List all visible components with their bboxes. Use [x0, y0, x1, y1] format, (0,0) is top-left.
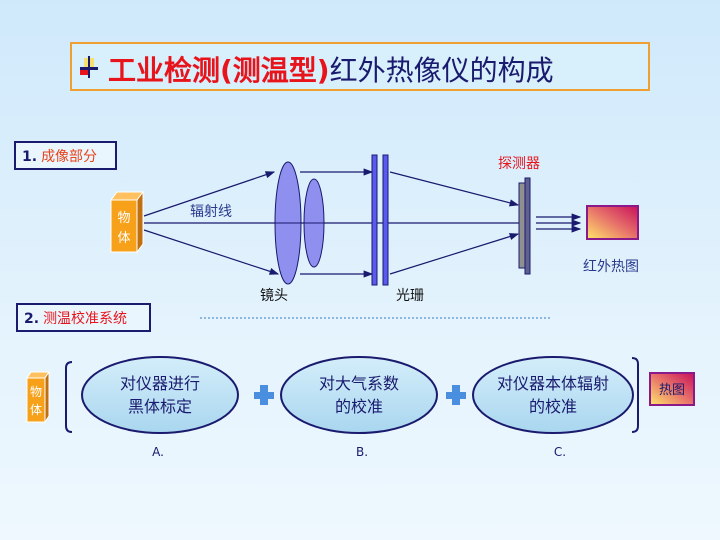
calibration-step-a: 对仪器进行 黑体标定 A. [81, 356, 239, 459]
lens [274, 161, 325, 285]
lens-label: 镜头 [260, 288, 288, 304]
section-imaging-label: 1.成像部分 [14, 141, 117, 170]
detector-label: 探测器 [498, 156, 540, 172]
bullet-icon [80, 56, 98, 78]
radiation-rays [143, 168, 582, 278]
svg-text:A.: A. [152, 445, 164, 459]
svg-text:物: 物 [117, 211, 130, 226]
plus-icon [446, 385, 466, 405]
svg-text:1.成像部分: 1.成像部分 [22, 149, 97, 165]
svg-text:对仪器进行: 对仪器进行 [120, 374, 200, 393]
svg-text:工业检测(测温型)红外热像仪的构成: 工业检测(测温型)红外热像仪的构成 [108, 54, 554, 87]
thermal-image-label: 红外热图 [583, 259, 639, 275]
svg-text:黑体标定: 黑体标定 [128, 397, 192, 416]
thermal-image [586, 205, 639, 240]
calibration-step-b: 对大气系数 的校准 B. [280, 356, 438, 459]
svg-text:B.: B. [356, 445, 368, 459]
grating-label: 光珊 [396, 288, 424, 304]
object-block: 物 体 [110, 190, 144, 254]
svg-text:2.测温校准系统: 2.测温校准系统 [24, 310, 127, 327]
grating [371, 154, 389, 286]
calibration-step-c: 对仪器本体辐射 的校准 C. [472, 356, 634, 459]
svg-text:体: 体 [117, 231, 130, 246]
svg-text:C.: C. [554, 445, 566, 459]
svg-text:的校准: 的校准 [335, 397, 383, 416]
plus-icon [254, 385, 274, 405]
right-bracket [631, 357, 639, 433]
detector [518, 177, 531, 275]
svg-text:的校准: 的校准 [529, 397, 577, 416]
svg-text:体: 体 [30, 403, 42, 417]
title-red: 工业检测(测温型) [108, 54, 330, 87]
result-thermal-image: 热图 [649, 372, 695, 406]
svg-text:对大气系数: 对大气系数 [319, 374, 399, 393]
svg-text:物: 物 [30, 385, 42, 399]
slide-title: 工业检测(测温型)红外热像仪的构成 [70, 42, 650, 91]
section-calibration-label: 2.测温校准系统 [16, 303, 151, 332]
rays-label: 辐射线 [190, 204, 232, 220]
calibration-object: 物 体 [26, 370, 50, 424]
svg-text:对仪器本体辐射: 对仪器本体辐射 [497, 374, 609, 393]
title-blue: 红外热像仪的构成 [330, 54, 554, 87]
left-bracket [65, 361, 73, 433]
svg-text:热图: 热图 [659, 383, 685, 398]
